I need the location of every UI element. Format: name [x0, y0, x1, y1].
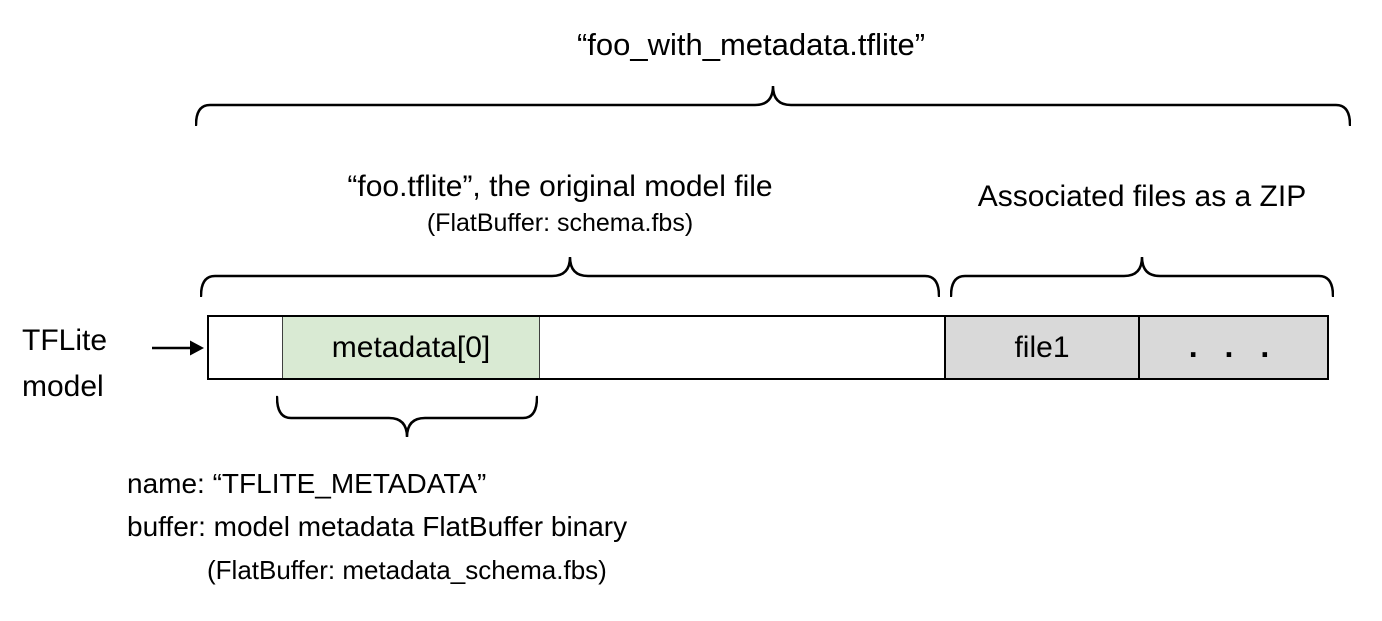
metadata-note-schema: (FlatBuffer: metadata_schema.fbs) — [207, 555, 607, 585]
model-section-title: “foo.tflite”, the original model file — [347, 170, 773, 203]
zip-section-label: Associated files as a ZIP — [977, 180, 1307, 213]
segment-model-body — [540, 317, 944, 378]
brace-zip-section-icon — [950, 255, 1334, 297]
segment-file1: file1 — [944, 317, 1138, 378]
brace-model-section-icon — [200, 255, 940, 297]
segment-metadata-0: metadata[0] — [282, 317, 540, 378]
tflite-model-label: TFLite model — [22, 318, 107, 410]
metadata-note-name: name: “TFLITE_METADATA” — [127, 468, 487, 499]
segment-file-header — [209, 317, 282, 378]
segment-more-files: . . . — [1138, 317, 1327, 378]
metadata-note: name: “TFLITE_METADATA” buffer: model me… — [127, 462, 627, 590]
model-section-subtitle: (FlatBuffer: schema.fbs) — [426, 209, 694, 237]
brace-whole-file-icon — [195, 84, 1351, 126]
tflite-model-label-line2: model — [22, 370, 104, 403]
file-title: “foo_with_metadata.tflite” — [576, 27, 926, 62]
tflite-model-label-line1: TFLite — [22, 324, 108, 357]
brace-metadata-icon — [276, 395, 538, 439]
arrow-right-icon — [150, 337, 206, 359]
file-structure-bar: metadata[0] file1 . . . — [207, 315, 1329, 380]
metadata-note-buffer: buffer: model metadata FlatBuffer binary — [127, 511, 628, 542]
model-section-label: “foo.tflite”, the original model file (F… — [210, 169, 910, 238]
